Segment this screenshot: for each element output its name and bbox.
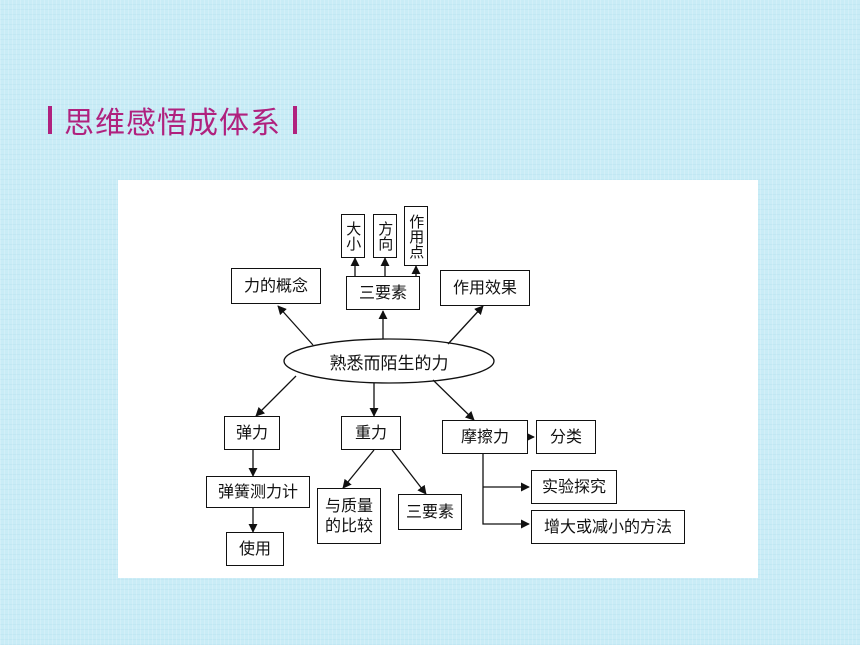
- concept-map-panel: 熟悉而陌生的力 力的概念 三要素 作用效果 大小 方向 作用点 弹力 重力 摩擦…: [118, 180, 758, 578]
- center-node: 熟悉而陌生的力: [329, 353, 449, 374]
- center-ellipse: [283, 338, 495, 384]
- node-force-concept: 力的概念: [231, 268, 321, 304]
- heading-bar-right: [293, 106, 297, 134]
- node-spring-scale: 弹簧测力计: [206, 476, 310, 508]
- node-gravity-three-elements: 三要素: [398, 494, 462, 530]
- node-effect: 作用效果: [440, 270, 530, 306]
- node-increase-decrease: 增大或减小的方法: [531, 510, 685, 544]
- node-friction: 摩擦力: [442, 420, 528, 454]
- node-usage: 使用: [226, 532, 284, 566]
- heading-text: 思维感悟成体系: [64, 106, 281, 141]
- node-point-of-action: 作用点: [404, 206, 428, 266]
- heading-bar-left: [48, 106, 52, 134]
- node-direction: 方向: [373, 214, 397, 258]
- connector-lines: [248, 257, 535, 533]
- node-three-elements: 三要素: [346, 276, 420, 310]
- section-heading: 思维感悟成体系: [48, 100, 297, 141]
- node-classification: 分类: [536, 420, 596, 454]
- node-elastic-force: 弹力: [224, 416, 280, 450]
- node-experiment: 实验探究: [531, 470, 617, 504]
- node-mass-comparison: 与质量的比较: [317, 488, 381, 544]
- node-magnitude: 大小: [341, 214, 365, 258]
- node-gravity: 重力: [341, 416, 401, 450]
